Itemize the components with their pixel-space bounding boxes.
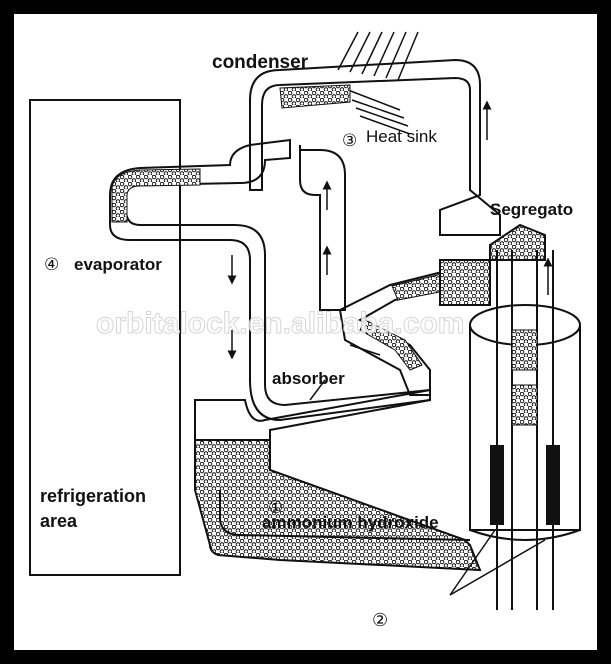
- heater-number: ②: [372, 610, 388, 630]
- leader-lines: [309, 344, 546, 596]
- heat-sink-number: ③: [342, 131, 357, 150]
- refrigeration-area-box: [29, 99, 181, 576]
- inner-pipe-bubbles-1: [511, 329, 538, 371]
- flow-arrows: [227, 100, 553, 360]
- absorber-label: absorber: [272, 369, 345, 388]
- absorber-body: [194, 388, 431, 441]
- generator-inner-pipes: [496, 250, 554, 610]
- inner-pipe: [299, 145, 346, 311]
- condenser-top-bubbles: [279, 84, 351, 109]
- inner-pipe-bubbles-2: [511, 384, 538, 426]
- refrigeration-label-line2: area: [40, 511, 78, 531]
- ammonium-reservoir: [194, 439, 482, 572]
- ammonium-number: ①: [268, 498, 283, 517]
- watermark-text: orbitalock.en.alibaba.com: [96, 307, 464, 340]
- separator-chamber: [439, 223, 546, 306]
- condenser-label: condenser: [212, 52, 309, 73]
- heater-bar-right: [546, 445, 560, 525]
- refrigeration-label-line1: refrigeration: [40, 486, 146, 506]
- heat-sink-label: Heat sink: [366, 127, 437, 146]
- evaporator-number: ④: [44, 255, 59, 274]
- heat-sink-fins: [337, 31, 419, 135]
- condenser-tube-outer: [249, 58, 501, 236]
- absorber-bubbles-2: [359, 319, 423, 371]
- evaporator-label: evaporator: [74, 255, 162, 274]
- ammonium-inner: [219, 490, 471, 541]
- heater-bar-left: [490, 445, 504, 525]
- evaporator-bubbles: [111, 168, 201, 223]
- ammonium-label: ammonium hydroxide: [262, 513, 439, 532]
- segregator-label: Segregato: [490, 200, 573, 219]
